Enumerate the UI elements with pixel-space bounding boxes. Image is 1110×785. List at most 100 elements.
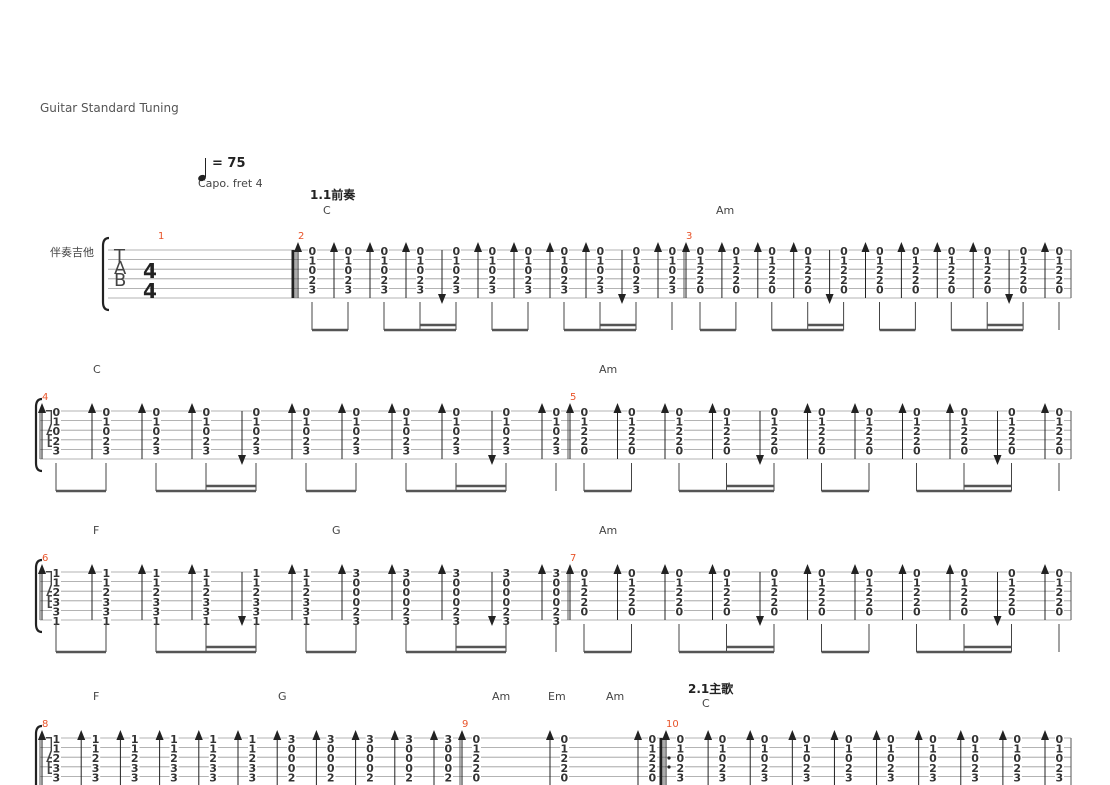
fret-number: 2 bbox=[553, 435, 561, 448]
upstroke-arrow-icon bbox=[851, 564, 859, 574]
fret-mask bbox=[502, 416, 511, 427]
upstroke-arrow-icon bbox=[430, 730, 438, 740]
fret-number: 1 bbox=[913, 577, 921, 590]
fret-mask bbox=[560, 274, 569, 285]
fret-number: 1 bbox=[803, 743, 811, 756]
fret-mask bbox=[802, 762, 812, 773]
fret-mask bbox=[502, 435, 511, 446]
fret-mask bbox=[1055, 265, 1064, 276]
fret-mask bbox=[169, 734, 179, 744]
fret-number: 2 bbox=[818, 596, 826, 609]
fret-mask bbox=[416, 265, 425, 276]
fret-mask bbox=[502, 568, 511, 578]
fret-number: 1 bbox=[153, 615, 161, 628]
fret-mask bbox=[627, 426, 637, 437]
fret-number: 0 bbox=[327, 752, 335, 765]
upstroke-arrow-icon bbox=[582, 242, 590, 252]
fret-mask bbox=[1055, 255, 1064, 266]
fret-mask bbox=[502, 606, 511, 617]
fret-mask bbox=[472, 762, 481, 773]
fret-mask bbox=[152, 435, 161, 446]
fret-mask bbox=[52, 416, 61, 427]
fret-number: 1 bbox=[170, 733, 178, 746]
fret-mask bbox=[960, 606, 969, 617]
fret-number: 2 bbox=[1008, 596, 1016, 609]
fret-mask bbox=[202, 445, 211, 456]
fret-number: 3 bbox=[453, 444, 461, 457]
fret-number: 1 bbox=[761, 743, 769, 756]
measure-number: 3 bbox=[686, 231, 692, 242]
upstroke-arrow-icon bbox=[510, 242, 518, 252]
fret-mask bbox=[344, 246, 353, 256]
upstroke-arrow-icon bbox=[914, 730, 923, 740]
fret-number: 2 bbox=[1008, 586, 1016, 599]
measure-number: 10 bbox=[666, 719, 679, 730]
fret-number: 1 bbox=[53, 567, 61, 580]
fret-mask bbox=[912, 426, 922, 437]
fret-number: 1 bbox=[345, 255, 353, 268]
fret-mask bbox=[502, 426, 511, 437]
fret-number: 0 bbox=[445, 762, 453, 775]
fret-mask bbox=[208, 743, 218, 754]
fret-mask bbox=[560, 743, 569, 754]
fret-mask bbox=[696, 284, 705, 295]
fret-mask bbox=[552, 568, 561, 578]
fret-mask bbox=[344, 265, 353, 276]
fret-number: 0 bbox=[948, 283, 956, 296]
fret-mask bbox=[803, 255, 813, 266]
fret-mask bbox=[767, 255, 777, 266]
fret-number: 2 bbox=[203, 435, 211, 448]
fret-number: 1 bbox=[723, 577, 731, 590]
fret-mask bbox=[648, 753, 657, 764]
fret-number: 1 bbox=[131, 743, 139, 756]
fret-mask bbox=[152, 587, 161, 598]
fret-number: 2 bbox=[771, 586, 779, 599]
fret-number: 2 bbox=[581, 435, 589, 448]
fret-mask bbox=[844, 753, 854, 764]
fret-mask bbox=[130, 753, 140, 764]
fret-mask bbox=[596, 246, 605, 256]
fret-number: 2 bbox=[887, 762, 895, 775]
fret-number: 1 bbox=[866, 416, 874, 429]
fret-number: 1 bbox=[553, 416, 561, 429]
fret-mask bbox=[886, 762, 896, 773]
fret-mask bbox=[1019, 274, 1029, 285]
fret-number: 3 bbox=[719, 771, 727, 784]
fret-number: 3 bbox=[403, 567, 411, 580]
fret-mask bbox=[402, 606, 411, 617]
fret-number: 1 bbox=[303, 577, 311, 590]
fret-number: 2 bbox=[353, 605, 361, 618]
fret-number: 1 bbox=[649, 743, 657, 756]
fret-mask bbox=[731, 246, 741, 256]
fret-number: 2 bbox=[561, 752, 569, 765]
fret-number: 1 bbox=[597, 255, 605, 268]
fret-number: 1 bbox=[1020, 255, 1028, 268]
fret-number: 0 bbox=[345, 264, 353, 277]
fret-mask bbox=[130, 772, 140, 783]
fret-mask bbox=[817, 407, 827, 417]
fret-mask bbox=[632, 246, 641, 256]
fret-mask bbox=[169, 753, 179, 764]
fret-number: 0 bbox=[845, 733, 853, 746]
fret-mask bbox=[287, 743, 297, 754]
fret-mask bbox=[502, 577, 511, 588]
fret-mask bbox=[91, 734, 101, 744]
fret-number: 2 bbox=[597, 274, 605, 287]
fret-number: 3 bbox=[1013, 771, 1021, 784]
fret-mask bbox=[960, 426, 969, 437]
fret-mask bbox=[580, 445, 589, 456]
fret-mask bbox=[1055, 587, 1064, 598]
